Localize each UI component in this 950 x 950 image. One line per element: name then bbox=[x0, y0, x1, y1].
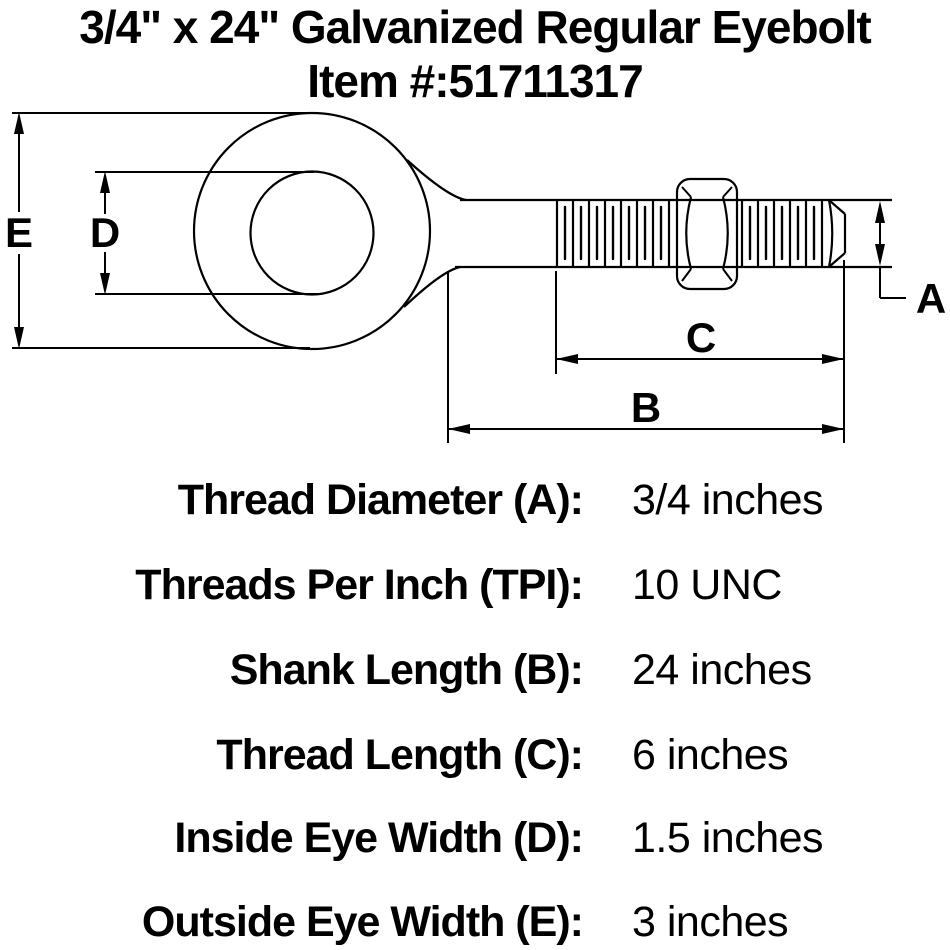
dim-label-d: D bbox=[90, 209, 120, 256]
eye-inner-circle bbox=[249, 170, 375, 296]
spec-row-outside-eye-width: Outside Eye Width (E): 3 inches bbox=[0, 899, 950, 945]
dim-label-e: E bbox=[5, 209, 33, 256]
spec-label: Inside Eye Width (D): bbox=[174, 814, 584, 862]
page-title: 3/4" x 24" Galvanized Regular Eyebolt bbox=[79, 1, 872, 53]
shank bbox=[403, 159, 892, 308]
nut bbox=[675, 177, 739, 291]
dim-label-a: A bbox=[916, 275, 946, 322]
spec-row-inside-eye-width: Inside Eye Width (D): 1.5 inches bbox=[0, 815, 950, 861]
item-number: Item #:51711317 bbox=[307, 55, 643, 107]
dim-b: B bbox=[447, 271, 844, 443]
dim-label-b: B bbox=[631, 384, 661, 431]
spec-row-thread-diameter: Thread Diameter (A): 3/4 inches bbox=[0, 477, 950, 523]
spec-value: 6 inches bbox=[632, 731, 789, 779]
spec-value: 3/4 inches bbox=[632, 476, 824, 524]
spec-label: Threads Per Inch (TPI): bbox=[135, 561, 584, 609]
spec-label: Shank Length (B): bbox=[229, 646, 584, 694]
spec-value: 10 UNC bbox=[632, 561, 782, 609]
spec-row-threads-per-inch: Threads Per Inch (TPI): 10 UNC bbox=[0, 562, 950, 608]
spec-row-thread-length: Thread Length (C): 6 inches bbox=[0, 732, 950, 778]
dim-a: A bbox=[875, 201, 946, 322]
spec-label: Outside Eye Width (E): bbox=[141, 898, 584, 946]
eye-outer-circle bbox=[192, 111, 432, 351]
spec-value: 1.5 inches bbox=[632, 814, 824, 862]
dim-c: C bbox=[555, 260, 845, 443]
threads bbox=[555, 199, 847, 268]
spec-label: Thread Diameter (A): bbox=[177, 476, 584, 524]
spec-value: 24 inches bbox=[632, 646, 812, 694]
dim-d: D bbox=[90, 171, 322, 295]
dim-label-c: C bbox=[686, 314, 716, 361]
spec-row-shank-length: Shank Length (B): 24 inches bbox=[0, 647, 950, 693]
spec-label: Thread Length (C): bbox=[216, 731, 584, 779]
spec-value: 3 inches bbox=[632, 898, 789, 946]
dim-e: E bbox=[5, 112, 314, 349]
